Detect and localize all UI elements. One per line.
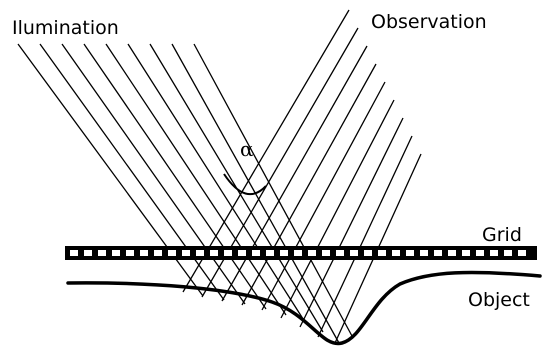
illumination-ray: [193, 43, 353, 337]
grid-slot: [476, 250, 484, 256]
grid-slot: [434, 250, 442, 256]
grid-slot: [322, 250, 330, 256]
grid-slot: [238, 250, 246, 256]
grid-slot: [140, 250, 148, 256]
grid-slot: [392, 250, 400, 256]
grid-slot: [224, 250, 232, 256]
observation-label: Observation: [371, 11, 487, 33]
illumination-ray: [127, 43, 306, 323]
grid-slot: [378, 250, 386, 256]
illumination-label: Ilumination: [12, 17, 119, 39]
grid-slot: [462, 250, 470, 256]
grid-slot: [182, 250, 190, 256]
grid-slot: [252, 250, 260, 256]
observation-ray: [261, 81, 386, 311]
observation-ray: [241, 63, 377, 306]
grid-slot: [504, 250, 512, 256]
grid-slot: [350, 250, 358, 256]
observation-ray: [299, 117, 404, 328]
angle-alpha-label: α: [240, 137, 254, 161]
grid-slot: [266, 250, 274, 256]
illumination-ray: [61, 43, 246, 305]
grid-slot: [168, 250, 176, 256]
grid-slot: [70, 250, 78, 256]
object-surface: [66, 270, 542, 346]
illumination-ray: [83, 43, 267, 310]
grid-slot: [364, 250, 372, 256]
grid-slot: [84, 250, 92, 256]
grid-label: Grid: [482, 224, 522, 246]
grid-slot: [294, 250, 302, 256]
illumination-rays: [17, 43, 353, 344]
observation-ray: [280, 99, 395, 319]
grid-slot: [448, 250, 456, 256]
grid-slot: [490, 250, 498, 256]
grid-slot: [280, 250, 288, 256]
grid-slot: [196, 250, 204, 256]
grid-slot: [126, 250, 134, 256]
grid-slot: [420, 250, 428, 256]
grid-slot: [406, 250, 414, 256]
grid-slot: [308, 250, 316, 256]
grid-slots: [70, 250, 526, 256]
illumination-ray: [105, 43, 287, 316]
grid-slot: [210, 250, 218, 256]
angle-arc: [223, 173, 267, 196]
grid-slot: [518, 250, 526, 256]
grid-slot: [336, 250, 344, 256]
observation-ray: [317, 135, 413, 338]
grid-slot: [154, 250, 162, 256]
grid: [65, 246, 537, 260]
observation-ray: [182, 9, 350, 293]
object-label: Object: [468, 289, 530, 311]
grid-slot: [112, 250, 120, 256]
grid-slot: [98, 250, 106, 256]
